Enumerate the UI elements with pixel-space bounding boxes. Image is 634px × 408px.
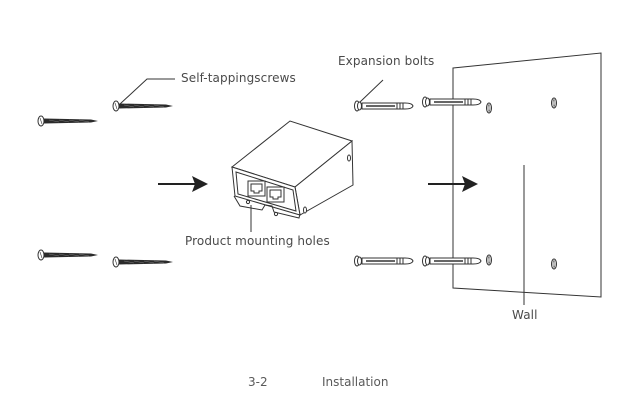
label-product-mounting-holes: Product mounting holes	[185, 234, 330, 248]
expansion-bolt	[421, 96, 482, 108]
self-tapping-screw	[37, 249, 99, 261]
wall-hole	[551, 97, 557, 109]
label-expansion-bolts: Expansion bolts	[338, 54, 435, 68]
expansion-bolt	[353, 255, 414, 267]
label-self-tapping-screws: Self-tappingscrews	[181, 71, 296, 85]
wall-hole	[486, 102, 492, 114]
page-number: 3-2	[248, 375, 268, 389]
arrowhead-icon	[462, 176, 478, 192]
self-tapping-screw	[37, 115, 99, 127]
section-title: Installation	[322, 375, 389, 389]
wall-hole	[486, 254, 492, 266]
wall	[452, 52, 602, 298]
ethernet-port-icon	[266, 186, 285, 203]
ethernet-port-icon	[247, 180, 266, 197]
leader-line-screws	[119, 78, 175, 105]
expansion-bolt	[353, 100, 414, 112]
leader-line-bolts	[359, 79, 384, 103]
device-illustration	[230, 120, 354, 219]
label-wall: Wall	[512, 308, 538, 322]
wall-hole	[551, 258, 557, 270]
expansion-bolt	[421, 255, 482, 267]
arrowhead-icon	[192, 176, 208, 192]
self-tapping-screw	[112, 256, 174, 268]
